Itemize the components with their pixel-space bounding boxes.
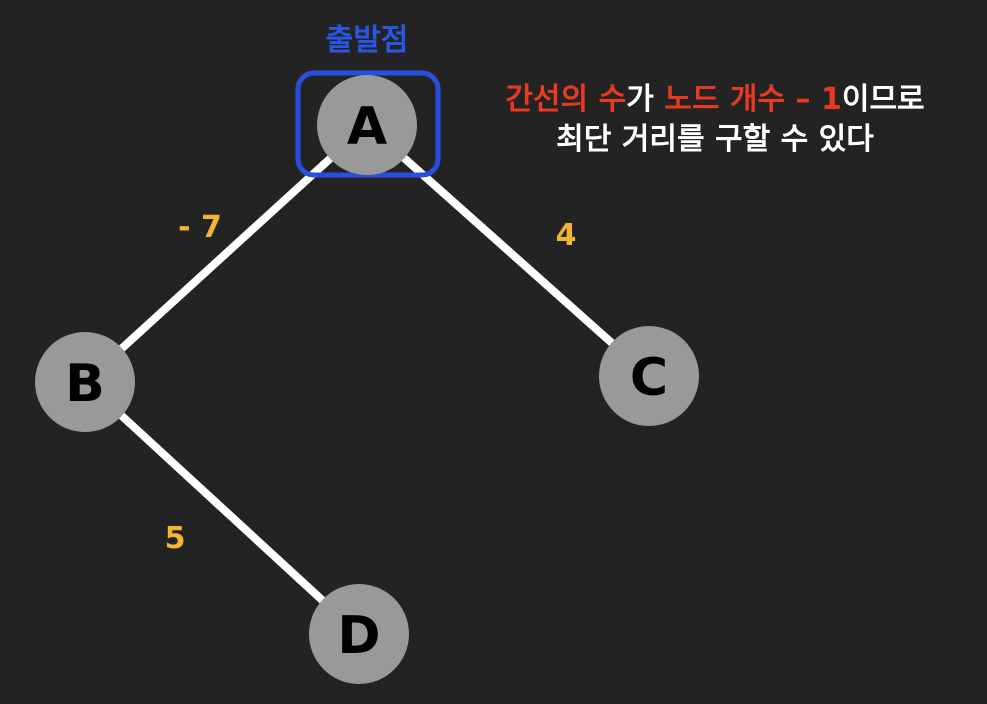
node-b-circle bbox=[35, 332, 135, 432]
explanation-note: 간선의 수가 노드 개수 – 1이므로 최단 거리를 구할 수 있다 bbox=[440, 80, 987, 160]
edge-a-b-weight: - 7 bbox=[178, 210, 222, 245]
node-c-circle bbox=[599, 326, 699, 426]
edge-b-d bbox=[82, 379, 362, 637]
node-c: C bbox=[599, 326, 699, 426]
explanation-line-1: 간선의 수가 노드 개수 – 1이므로 bbox=[440, 80, 987, 120]
edge-a-c bbox=[364, 122, 652, 379]
node-d-label: D bbox=[337, 606, 380, 666]
explanation-text-2: 이므로 bbox=[841, 82, 925, 117]
node-c-label: C bbox=[630, 348, 668, 408]
start-node-highlight bbox=[295, 70, 441, 178]
edge-count-highlight: 간선의 수 bbox=[505, 82, 627, 117]
node-d: D bbox=[309, 584, 409, 684]
node-count-highlight: 노드 개수 – 1 bbox=[664, 82, 842, 117]
explanation-line-2: 최단 거리를 구할 수 있다 bbox=[556, 122, 874, 157]
node-a-label: A bbox=[347, 97, 387, 157]
edge-a-c-weight: 4 bbox=[556, 218, 577, 253]
node-a-circle bbox=[317, 75, 417, 175]
node-a: A bbox=[317, 75, 417, 175]
edge-a-b bbox=[82, 122, 370, 385]
node-d-circle bbox=[309, 584, 409, 684]
node-b-label: B bbox=[65, 354, 105, 414]
edge-b-d-weight: 5 bbox=[165, 521, 186, 556]
start-label: 출발점 bbox=[326, 23, 409, 58]
explanation-text-1: 가 bbox=[626, 82, 665, 117]
node-b: B bbox=[35, 332, 135, 432]
